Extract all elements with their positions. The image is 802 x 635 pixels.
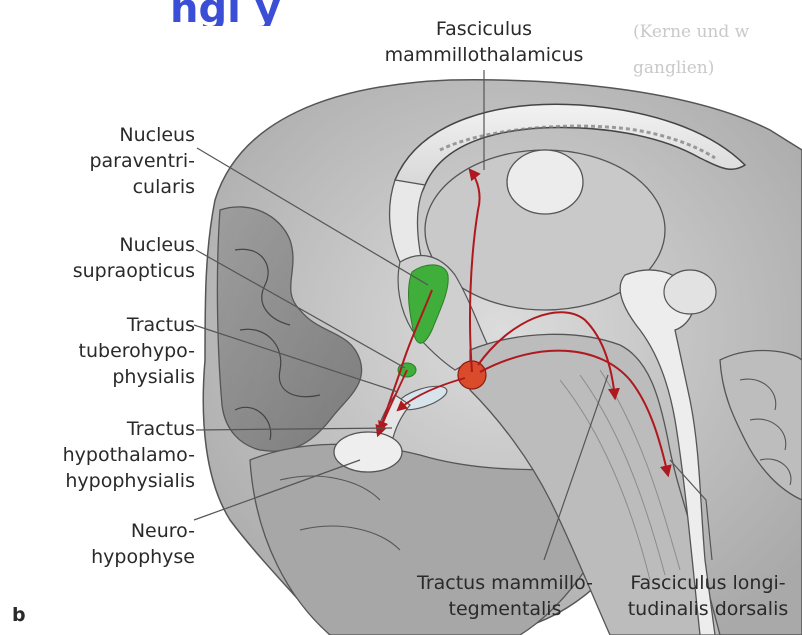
label-neurohypophyse: Neuro- hypophyse bbox=[20, 518, 195, 570]
interthalamic-adhesion bbox=[507, 150, 583, 214]
figure-letter: b bbox=[12, 602, 26, 628]
pineal-body bbox=[664, 270, 716, 314]
label-fasciculus-longitudinalis-dorsalis: Fasciculus longi- tudinalis dorsalis bbox=[614, 570, 802, 622]
label-tractus-hypothalamohypophysialis: Tractus hypothalamo- hypophysialis bbox=[0, 416, 195, 494]
label-tractus-mammillotegmentalis: Tractus mammillo- tegmentalis bbox=[395, 570, 615, 622]
label-tractus-tuberohypophysialis: Tractus tuberohypo- physialis bbox=[20, 312, 195, 390]
label-fasciculus-mammillothalamicus: Fasciculus mammillothalamicus bbox=[362, 16, 606, 68]
label-nucleus-supraopticus: Nucleus supraopticus bbox=[20, 232, 195, 284]
label-nucleus-paraventricularis: Nucleus paraventri- cularis bbox=[20, 122, 195, 200]
